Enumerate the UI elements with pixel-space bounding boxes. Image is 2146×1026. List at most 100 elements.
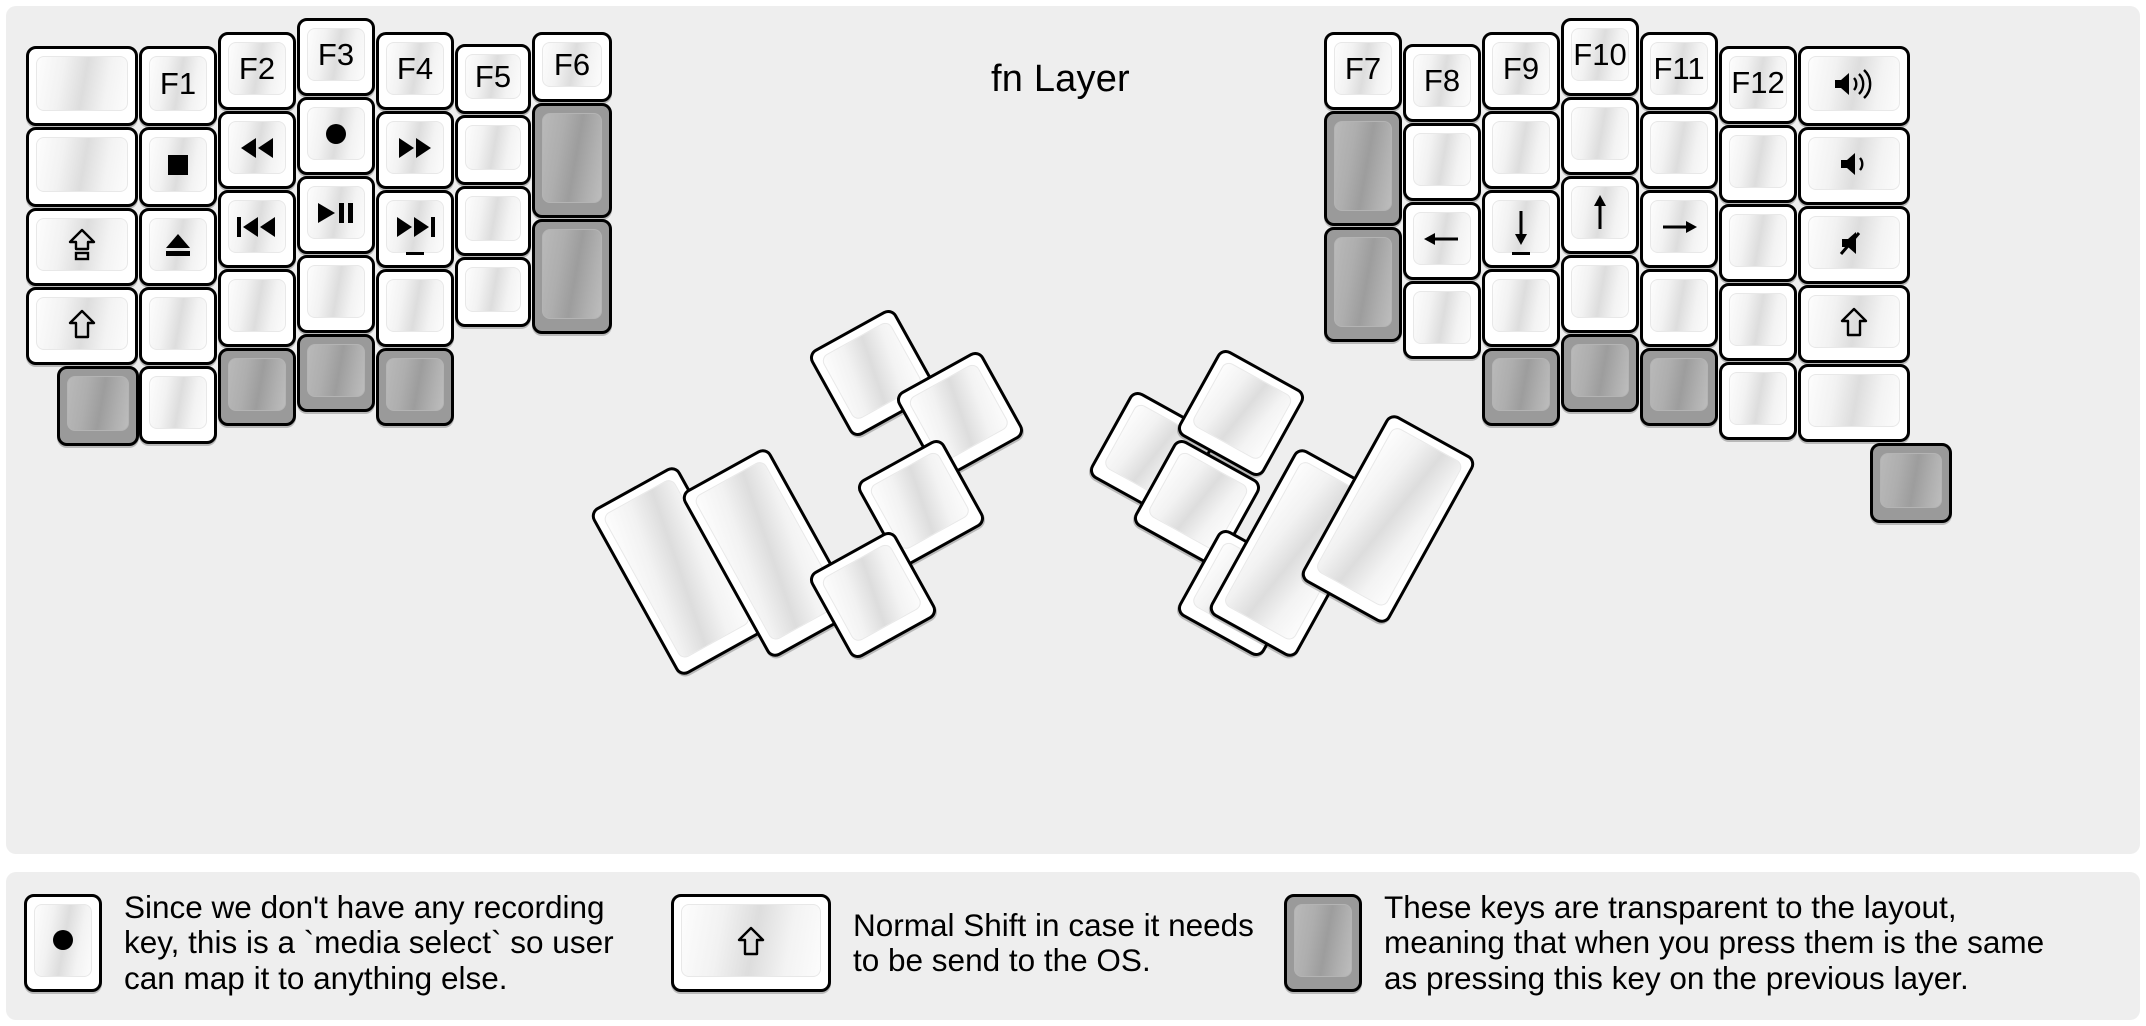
left-col-f6-key-3[interactable] (532, 219, 612, 334)
left-col-f2-key-5[interactable] (218, 348, 296, 426)
right-col-f9-key-3[interactable] (1482, 190, 1560, 268)
right-col-pinky-outer-key-4[interactable] (1798, 285, 1910, 363)
left-col-f1-key-3[interactable] (139, 208, 217, 286)
right-col-f12-key-1[interactable]: F12 (1719, 46, 1797, 124)
shift-arrow-icon (68, 308, 96, 340)
rewind-icon (237, 135, 277, 161)
right-col-f9-key-4[interactable] (1482, 269, 1560, 347)
shift-arrow-icon (737, 925, 765, 957)
right-col-f10-key-3[interactable] (1561, 176, 1639, 254)
legend-key-record (24, 893, 102, 992)
right-col-f8-key-3[interactable] (1403, 202, 1481, 280)
key-label: F11 (1653, 51, 1705, 86)
right-col-f10-key-1[interactable]: F10 (1561, 18, 1639, 96)
key-label: F9 (1502, 51, 1540, 86)
record-dot-icon (321, 119, 351, 149)
left-col-f3-key-5[interactable] (297, 334, 375, 412)
left-col-f4-key-2[interactable] (376, 111, 454, 189)
right-col-f10-key-2[interactable] (1561, 97, 1639, 175)
right-col-f12-key-4[interactable] (1719, 283, 1797, 361)
right-col-f12-key-3[interactable] (1719, 204, 1797, 282)
left-col-f2-key-1[interactable]: F2 (218, 32, 296, 110)
left-col-f5-key-1[interactable]: F5 (455, 44, 531, 114)
right-col-pinky-outer-key-1[interactable] (1798, 46, 1910, 126)
right-col-f7-key-3[interactable] (1324, 227, 1402, 342)
left-col-pinky-outer-key-1[interactable] (26, 46, 138, 126)
left-col-f2-key-4[interactable] (218, 269, 296, 347)
right-col-f11-key-4[interactable] (1640, 269, 1718, 347)
left-col-f4-key-3[interactable] (376, 190, 454, 268)
left-col-f3-key-2[interactable] (297, 97, 375, 175)
left-col-f4-key-5[interactable] (376, 348, 454, 426)
right-col-f9-key-1[interactable]: F9 (1482, 32, 1560, 110)
left-col-pinky-outer-key-5[interactable] (57, 366, 139, 446)
left-col-f5-key-2[interactable] (455, 115, 531, 185)
key-label: F3 (317, 37, 355, 72)
legend-key-shift (671, 894, 831, 992)
left-col-f6-key-1[interactable]: F6 (532, 32, 612, 102)
legend-panel: Since we don't have any recording key, t… (6, 872, 2140, 1020)
left-col-f5-key-3[interactable] (455, 186, 531, 256)
left-col-f3-key-1[interactable]: F3 (297, 18, 375, 96)
record-dot-icon (48, 925, 78, 955)
stop-icon (164, 151, 192, 179)
left-col-f5-key-4[interactable] (455, 257, 531, 327)
right-col-pinky-outer-key-6[interactable] (1870, 443, 1952, 523)
shift-arrow-icon (1840, 306, 1868, 338)
key-label: F10 (1573, 37, 1627, 72)
right-col-f10-key-5[interactable] (1561, 334, 1639, 412)
left-col-f3-key-4[interactable] (297, 255, 375, 333)
left-col-f2-key-3[interactable] (218, 190, 296, 268)
legend-item-transparent: These keys are transparent to the layout… (1284, 889, 2045, 996)
left-col-f1-key-5[interactable] (139, 366, 217, 444)
key-label: F4 (396, 51, 434, 86)
right-col-f9-key-2[interactable] (1482, 111, 1560, 189)
volume-down-icon (1837, 149, 1871, 179)
left-col-f2-key-2[interactable] (218, 111, 296, 189)
left-col-f6-key-2[interactable] (532, 103, 612, 218)
legend-text-transparent: These keys are transparent to the layout… (1384, 889, 2045, 996)
key-label: F12 (1731, 65, 1785, 100)
legend-key-transparent (1284, 893, 1362, 992)
right-col-pinky-outer-key-5[interactable] (1798, 364, 1910, 442)
right-col-f8-key-4[interactable] (1403, 281, 1481, 359)
arrow-right-icon (1659, 214, 1699, 240)
right-col-f8-key-2[interactable] (1403, 123, 1481, 201)
play-pause-icon (314, 200, 358, 226)
left-col-f4-key-4[interactable] (376, 269, 454, 347)
right-col-f11-key-5[interactable] (1640, 348, 1718, 426)
previous-track-icon (234, 214, 280, 240)
arrow-up-icon (1587, 193, 1613, 233)
right-col-f10-key-4[interactable] (1561, 255, 1639, 333)
left-col-f3-key-3[interactable] (297, 176, 375, 254)
legend-text-record: Since we don't have any recording key, t… (124, 889, 614, 996)
right-col-f11-key-2[interactable] (1640, 111, 1718, 189)
left-col-pinky-outer-key-4[interactable] (26, 287, 138, 365)
right-col-f11-key-1[interactable]: F11 (1640, 32, 1718, 110)
right-col-f8-key-1[interactable]: F8 (1403, 44, 1481, 122)
legend-item-record: Since we don't have any recording key, t… (24, 889, 614, 996)
arrow-down-icon (1508, 207, 1534, 247)
right-col-pinky-outer-key-2[interactable] (1798, 127, 1910, 205)
legend-item-shift: Normal Shift in case it needs to be send… (671, 894, 1254, 992)
volume-up-icon (1831, 68, 1877, 99)
left-col-f1-key-1[interactable]: F1 (139, 46, 217, 126)
right-col-f9-key-5[interactable] (1482, 348, 1560, 426)
left-col-pinky-outer-key-3[interactable] (26, 208, 138, 286)
left-col-f1-key-4[interactable] (139, 287, 217, 365)
right-col-f11-key-3[interactable] (1640, 190, 1718, 268)
page-title: fn Layer (991, 58, 1130, 100)
left-col-pinky-outer-key-2[interactable] (26, 127, 138, 207)
arrow-left-icon (1422, 226, 1462, 252)
key-label: F5 (474, 59, 512, 94)
key-secondary-marker (1512, 252, 1530, 255)
left-col-f1-key-2[interactable] (139, 127, 217, 207)
right-col-f12-key-2[interactable] (1719, 125, 1797, 203)
right-col-pinky-outer-key-3[interactable] (1798, 206, 1910, 284)
right-col-f12-key-5[interactable] (1719, 362, 1797, 440)
right-col-f7-key-1[interactable]: F7 (1324, 32, 1402, 110)
left-col-f4-key-1[interactable]: F4 (376, 32, 454, 110)
right-col-f7-key-2[interactable] (1324, 111, 1402, 226)
fast-forward-icon (395, 135, 435, 161)
